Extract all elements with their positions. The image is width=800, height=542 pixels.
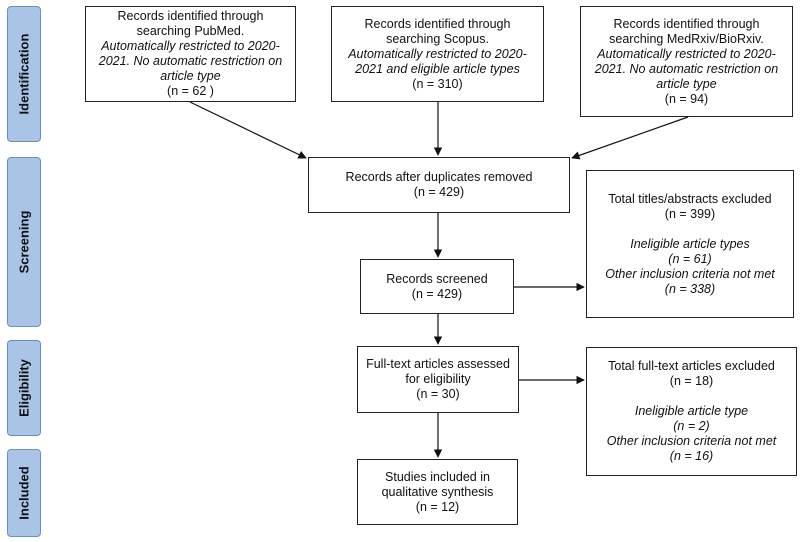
phase-screening: Screening (7, 157, 41, 327)
duplicates-removed-box: Records after duplicates removed (n = 42… (308, 157, 570, 213)
phase-included: Included (7, 449, 41, 537)
fulltext-excluded-count: (n = 18) (669, 374, 714, 388)
fulltext-excluded-reason1-count: (n = 2) (673, 419, 710, 433)
fulltext-excluded-reason2: Other inclusion criteria not met (606, 434, 777, 448)
phase-identification: Identification (7, 6, 41, 142)
screened-count: (n = 429) (411, 286, 463, 301)
fulltext-line2: for eligibility (405, 372, 471, 386)
pubmed-line2: searching PubMed. (136, 24, 245, 38)
titles-excluded-label: Total titles/abstracts excluded (608, 191, 772, 206)
fulltext-excluded-reason2-count: (n = 16) (669, 449, 714, 463)
fulltext-assessed-box: Full-text articles assessed for eligibil… (357, 346, 519, 413)
included-line1: Studies included in (385, 469, 490, 484)
included-line2: qualitative synthesis (381, 484, 494, 499)
records-screened-box: Records screened (n = 429) (360, 259, 514, 314)
fulltext-count: (n = 30) (416, 387, 460, 401)
pubmed-box: Records identified through searching Pub… (85, 6, 296, 102)
phase-identification-label: Identification (16, 33, 32, 115)
arrow-pubmed-to-duplicates (189, 101, 307, 159)
titles-excluded-count: (n = 399) (664, 206, 716, 221)
scopus-box: Records identified through searching Sco… (331, 6, 544, 102)
arrow-medrxiv-to-duplicates (571, 116, 689, 160)
fulltext-excluded-box: Total full-text articles excluded (n = 1… (586, 347, 797, 476)
titles-excluded-box: Total titles/abstracts excluded (n = 399… (586, 170, 794, 318)
phase-screening-label: Screening (16, 210, 32, 274)
scopus-count: (n = 310) (412, 76, 463, 91)
medrxiv-line2: searching MedRxiv/BioRxiv. (609, 31, 764, 46)
fulltext-excluded-label: Total full-text articles excluded (608, 359, 775, 373)
pubmed-note: Automatically restricted to 2020-2021. N… (98, 39, 283, 83)
studies-included-box: Studies included in qualitative synthesi… (357, 459, 518, 525)
included-count: (n = 12) (415, 499, 460, 514)
phase-included-label: Included (16, 466, 32, 520)
pubmed-line1: Records identified through (117, 9, 264, 23)
phase-eligibility: Eligibility (7, 340, 41, 436)
fulltext-excluded-reason1: Ineligible article type (634, 404, 749, 418)
medrxiv-note: Automatically restricted to 2020-2021. N… (594, 46, 779, 91)
medrxiv-box: Records identified through searching Med… (580, 6, 793, 117)
scopus-line1: Records identified through (364, 16, 511, 31)
titles-excluded-reason2: Other inclusion criteria not met (605, 266, 775, 281)
pubmed-count: (n = 62 ) (167, 84, 214, 98)
titles-excluded-reason1: Ineligible article types (630, 236, 750, 251)
phase-eligibility-label: Eligibility (16, 359, 32, 417)
fulltext-line1: Full-text articles assessed (366, 357, 510, 371)
screened-label: Records screened (386, 271, 488, 286)
medrxiv-count: (n = 94) (664, 91, 709, 106)
titles-excluded-reason1-count: (n = 61) (668, 251, 712, 266)
medrxiv-line1: Records identified through (613, 16, 760, 31)
scopus-note: Automatically restricted to 2020-2021 an… (348, 46, 527, 76)
duplicates-label: Records after duplicates removed (345, 170, 533, 184)
duplicates-count: (n = 429) (413, 185, 465, 199)
scopus-line2: searching Scopus. (386, 31, 489, 46)
titles-excluded-reason2-count: (n = 338) (664, 281, 716, 296)
